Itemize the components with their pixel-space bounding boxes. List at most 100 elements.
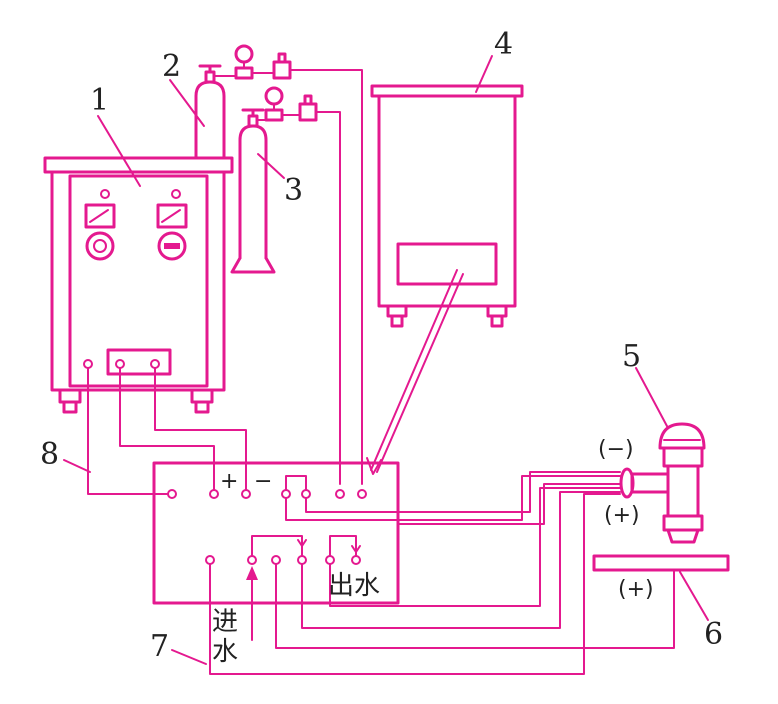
indicator-lamp (171, 189, 181, 199)
control-terminal (83, 359, 93, 369)
torch-gas-terminal (301, 489, 311, 499)
flow-arrow (351, 545, 361, 553)
ammeter (84, 203, 116, 229)
pressure-regulator (264, 108, 284, 122)
power-cable-plus (119, 367, 215, 491)
leader-2 (169, 79, 205, 127)
label-8: 8 (40, 437, 59, 472)
cylinder-body (238, 124, 268, 260)
output-terminal (150, 359, 160, 369)
pressure-regulator (234, 66, 254, 80)
power-cable-minus (154, 367, 247, 491)
leader-6 (679, 571, 709, 621)
torch-minus-label: (−) (598, 437, 634, 462)
gas-cylinder-3 (230, 86, 318, 274)
tank-panel (396, 242, 498, 286)
foot (194, 400, 210, 414)
torch-handle-joint (630, 472, 670, 494)
leader-4 (475, 55, 493, 93)
welding-torch (619, 422, 706, 544)
torch-gas-hose (305, 471, 621, 513)
ground-cable-7 (209, 493, 621, 675)
torch-cable (397, 483, 621, 525)
flowmeter-cap (277, 52, 287, 64)
label-6: 6 (704, 617, 723, 652)
control-box (152, 461, 400, 605)
pressure-gauge (264, 86, 284, 106)
water-terminal (297, 555, 307, 565)
torch-nozzle (666, 528, 700, 544)
output-terminal-box (106, 348, 172, 376)
internal-jumper (251, 535, 303, 557)
flow-arrow (297, 539, 307, 547)
internal-jumper (285, 475, 307, 491)
water-in-label-bottom: 水 (212, 637, 238, 667)
control-terminal (167, 489, 177, 499)
meter-needle (161, 209, 181, 223)
current-adjust-knob (85, 231, 115, 261)
torch-water-out-hose (329, 487, 621, 607)
label-3: 3 (284, 173, 303, 208)
workpiece-terminal (205, 555, 215, 565)
label-4: 4 (494, 27, 513, 62)
power-source-front-panel (68, 174, 209, 388)
flowmeter-cap (303, 94, 313, 106)
internal-jumper (329, 535, 357, 557)
workpiece-cable (275, 563, 675, 649)
knob-center (93, 239, 107, 253)
meter-needle (89, 209, 109, 223)
power-source (43, 156, 234, 414)
control-cable-8 (87, 367, 169, 495)
water-out-label: 出水 (328, 571, 380, 601)
pressure-gauge (234, 44, 254, 64)
torch-body (666, 464, 700, 518)
gas-inlet-terminal (335, 489, 345, 499)
tank-body (377, 94, 517, 308)
flowmeter (298, 102, 318, 122)
water-out-terminal (325, 555, 335, 565)
torch-cable-connector (619, 467, 635, 499)
water-cooling-tank (366, 84, 524, 475)
tank-control-cable (370, 269, 458, 471)
workpiece-plus-label: (+) (618, 577, 654, 602)
indicator-lamp (100, 189, 110, 199)
mode-switch-knob (157, 231, 187, 261)
water-inlet-arrow (246, 566, 258, 580)
tank-control-cable (376, 273, 464, 473)
torch-power-terminal (281, 489, 291, 499)
leader-1 (97, 115, 141, 187)
label-1: 1 (90, 83, 109, 118)
leader-7 (171, 649, 207, 665)
switch-slot (164, 243, 180, 249)
foot (490, 314, 504, 328)
cylinder-base (230, 256, 276, 274)
foot (390, 314, 404, 328)
label-2: 2 (162, 49, 181, 84)
label-5: 5 (622, 339, 641, 374)
gas-hose-3 (315, 111, 341, 485)
torch-plus-label: (+) (604, 503, 640, 528)
workpiece (592, 554, 730, 572)
water-terminal (271, 555, 281, 565)
flowmeter (272, 60, 292, 80)
minus-terminal (241, 489, 251, 499)
torch-collet (662, 446, 704, 468)
foot (190, 388, 214, 404)
gas-inlet-terminal (357, 489, 367, 499)
leader-3 (257, 153, 285, 179)
torch-power-hose (285, 475, 621, 521)
water-in-terminal (247, 555, 257, 565)
foot (58, 388, 82, 404)
torch-cap (658, 422, 706, 450)
water-in-label-top: 进 (212, 607, 238, 637)
leader-8 (63, 459, 91, 473)
foot (62, 400, 78, 414)
torch-water-in-hose (301, 491, 621, 629)
plus-terminal (209, 489, 219, 499)
output-terminal (115, 359, 125, 369)
leader-5 (635, 367, 669, 429)
power-source-top-plate (43, 156, 234, 174)
water-out-terminal (351, 555, 361, 565)
